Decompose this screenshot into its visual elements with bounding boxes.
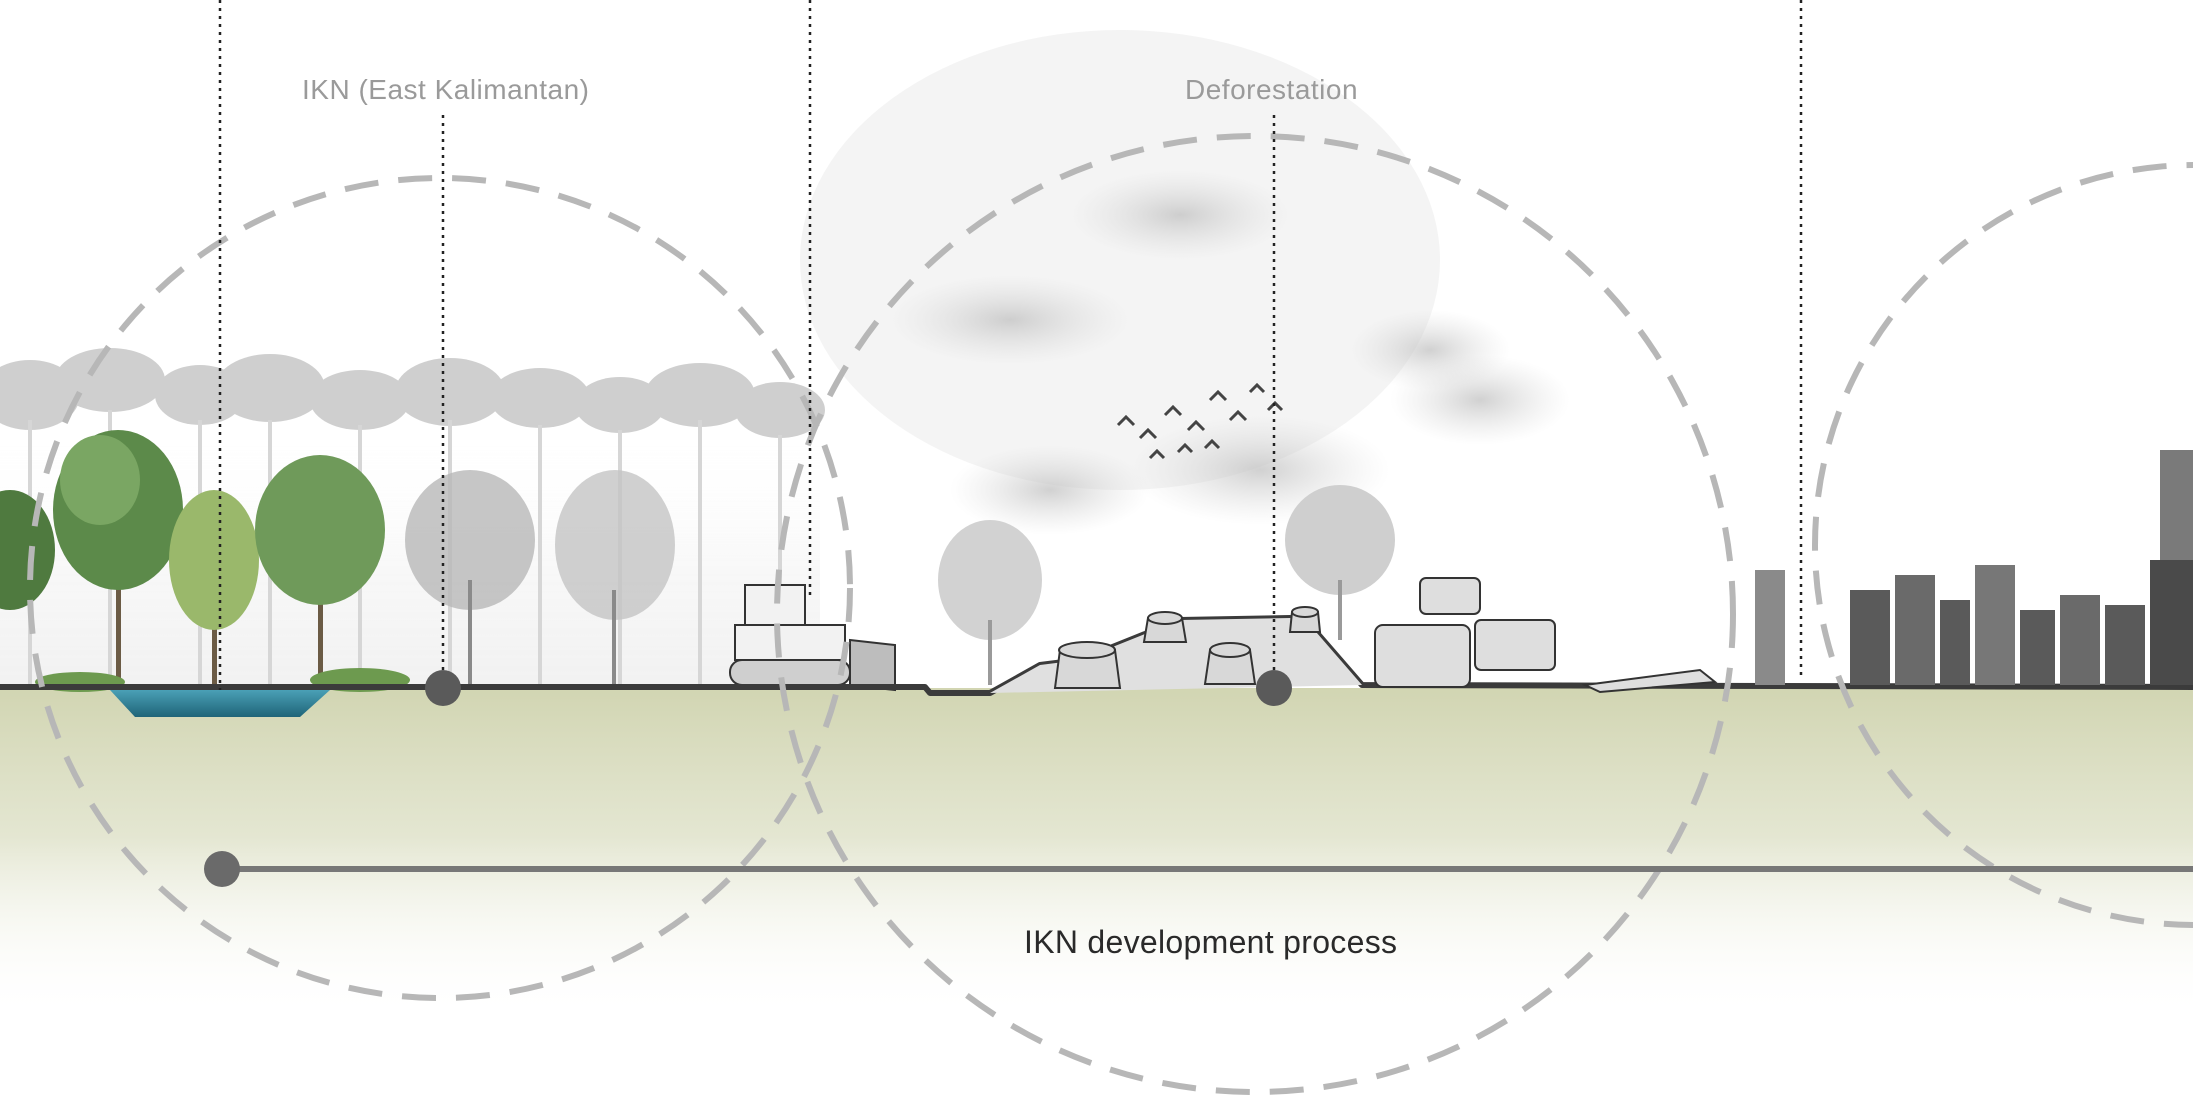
bulldozer-icon	[729, 584, 896, 692]
timeline-label: IKN development process	[1024, 924, 1398, 960]
stage-label: Deforestation	[1185, 74, 1359, 105]
deforestation-zone-circle	[774, 133, 1736, 1095]
bird-flock-icon	[1116, 382, 1284, 460]
timeline-start-marker	[204, 851, 240, 887]
sketch-tree-icon	[938, 485, 1395, 685]
zone-circles	[27, 133, 2193, 1095]
soil-layer	[0, 688, 2193, 1018]
water-pond	[110, 690, 330, 717]
ikn-zone-circle	[27, 175, 853, 1001]
tree-icon	[0, 430, 675, 690]
smoke-clouds	[800, 30, 1570, 535]
city-zone-circle	[1812, 162, 2193, 928]
region-label: IKN (East Kalimantan)	[302, 74, 590, 105]
deforestation-marker	[1256, 670, 1292, 706]
log-pile-icon	[1374, 577, 1718, 694]
ikn-marker	[425, 670, 461, 706]
city-skyline-icon	[1755, 450, 2193, 685]
leader-lines	[218, 0, 1803, 690]
tree-stump-icon	[1053, 606, 1322, 689]
